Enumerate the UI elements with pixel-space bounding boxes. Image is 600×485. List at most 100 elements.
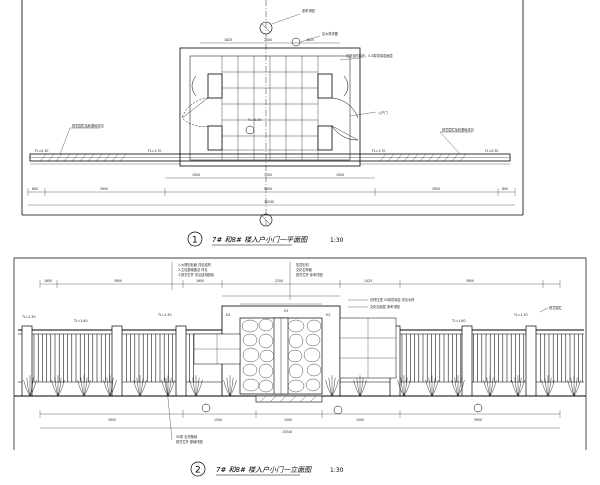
plan-dim-total: 15340 <box>264 200 274 204</box>
shrub-leaf <box>106 377 111 397</box>
elev-top-note-2: 文化石饰面 <box>296 267 312 272</box>
elev-dim-bottom-4: 1500 <box>356 418 364 422</box>
elev-title-number-circle <box>190 461 206 477</box>
gate-step <box>255 395 323 403</box>
shrub-leaf <box>109 377 114 397</box>
shrub-leaf <box>359 379 367 397</box>
shrub-leaf <box>195 377 200 397</box>
wall-hatch-left <box>39 153 127 162</box>
elev-title: 7# 和8# 楼入户小门一立面图 <box>216 466 312 474</box>
shrub-leaf <box>403 377 408 397</box>
plan-view: 参考详图 见大样详图 石材台阶踏步，5-8厚花岗岩面层 入户门 铁艺围栏及砼基础… <box>21 0 524 247</box>
elev-dim-top-5: 1425 <box>364 279 372 283</box>
shrub-leaf <box>57 377 62 397</box>
shrub-leaf <box>139 377 144 397</box>
plan-title: 7# 和8# 楼入户小门一平面图 <box>212 236 308 244</box>
elev-dim-bottom-1: 3950 <box>108 418 116 422</box>
shrub-leaf <box>541 379 549 397</box>
shrub-leaf <box>192 377 197 397</box>
door-leaf-right <box>331 125 359 141</box>
elev-callout-1 <box>201 403 211 413</box>
elev-right-note-2: 文化石面层 参考详图 <box>370 304 400 309</box>
plan-mid-note-2: 入户门 <box>378 110 388 115</box>
plan-dim-bottom-1: 1500 <box>192 173 200 177</box>
fence-pickets-right <box>401 334 583 382</box>
shrub-leaf <box>353 379 361 397</box>
elev-dim-bottom-5: 3950 <box>474 418 482 422</box>
shrub-leaf <box>431 379 439 397</box>
pillar-left-top <box>207 73 223 99</box>
shrub-leaf <box>195 379 203 397</box>
shrub-leaf <box>54 377 59 397</box>
shrub-leaf <box>83 377 88 397</box>
shrub-leaf <box>431 377 436 397</box>
door-swing-right-2 <box>331 125 359 141</box>
elev-left-note-1: 1.大理石贴面 详见结构 <box>178 262 211 267</box>
shrub-leaf <box>573 379 581 397</box>
door-swing-left-2 <box>181 117 209 127</box>
plan-scale: 1:30 <box>330 237 344 244</box>
shrub-leaf <box>451 379 459 397</box>
door-swing-left <box>181 97 209 119</box>
fence-pickets-left <box>33 334 194 382</box>
plan-dim-base-4: 3950 <box>432 187 440 191</box>
elev-dim-top-2: 3950 <box>114 279 122 283</box>
shrub-leaf <box>567 379 575 397</box>
shrub-leaf <box>167 379 175 397</box>
shrub-leaf <box>511 379 519 397</box>
elev-left-note-2: 2.立柱基础做法 详见 <box>178 267 208 272</box>
elev-level-3: TL=1.30 <box>157 313 172 317</box>
elev-right-note-1: 石材压顶 30厚花岗岩 详见大样 <box>370 297 415 302</box>
elev-dim-top-6: 3950 <box>466 279 474 283</box>
shrub-leaf <box>161 379 169 397</box>
door-leaf-left <box>181 97 209 119</box>
elev-right-note-3: 铁艺围栏 <box>549 305 563 310</box>
shrub-leaf <box>547 379 555 397</box>
plan-level-left2: FL=1.70 <box>148 149 161 153</box>
elev-dim-top-4: 2250 <box>275 279 283 283</box>
plan-dim-base-2: 3950 <box>100 187 108 191</box>
plan-top-note-2: 见大样详图 <box>322 31 338 36</box>
plan-dim-top-3: 1825 <box>306 38 314 42</box>
elev-dim-bottom-3: 1500 <box>284 418 292 422</box>
elev-mid-label-1: D1 <box>226 313 230 317</box>
shrub-leaf <box>167 377 172 397</box>
shrub-leaf <box>489 379 497 397</box>
shrub-leaf <box>517 377 522 397</box>
shrub-leaf <box>223 379 231 397</box>
shrub-leaf <box>139 379 147 397</box>
shrub-leaf <box>570 377 575 397</box>
shrub-leaf <box>573 377 578 397</box>
elev-scale: 1:30 <box>330 467 344 474</box>
shrub-leaf <box>77 379 85 397</box>
shrub-leaf <box>189 379 197 397</box>
plan-dim-bottom-2: 1500 <box>264 173 272 177</box>
plan-dim-base-1: 800 <box>32 187 38 191</box>
plan-dim-bottom-3: 1500 <box>336 173 344 177</box>
plan-left-note: 铁艺围栏及砼基础详见 <box>72 123 105 128</box>
shrub-leaf <box>331 379 339 397</box>
plan-title-number-circle <box>187 231 203 247</box>
shrub-leaf <box>229 379 237 397</box>
shrub-leaf <box>26 377 31 397</box>
plan-callout-center <box>245 125 255 135</box>
shrub-leaf <box>136 377 141 397</box>
elev-callout-3 <box>473 403 483 413</box>
shrub-leaf <box>57 379 65 397</box>
plan-level-right2: FL=0.30 <box>485 149 498 153</box>
shrub-leaf <box>29 377 34 397</box>
shrub-leaf <box>428 377 433 397</box>
pillar-right-bottom <box>317 125 333 151</box>
elev-level-5: TL=1.30 <box>513 313 528 317</box>
shrub-leaf <box>29 379 37 397</box>
elev-top-note-1: 压顶石材 <box>296 262 310 267</box>
plan-mid-note-1: 石材台阶踏步，5-8厚花岗岩面层 <box>346 53 393 58</box>
pillar-right-top <box>317 73 333 99</box>
plan-dim-top-1: 1825 <box>224 38 232 42</box>
elev-mid-label-3: H2 <box>326 313 330 317</box>
curve-left <box>191 75 197 97</box>
shrub-leaf <box>400 377 405 397</box>
shrub-leaf <box>325 379 333 397</box>
